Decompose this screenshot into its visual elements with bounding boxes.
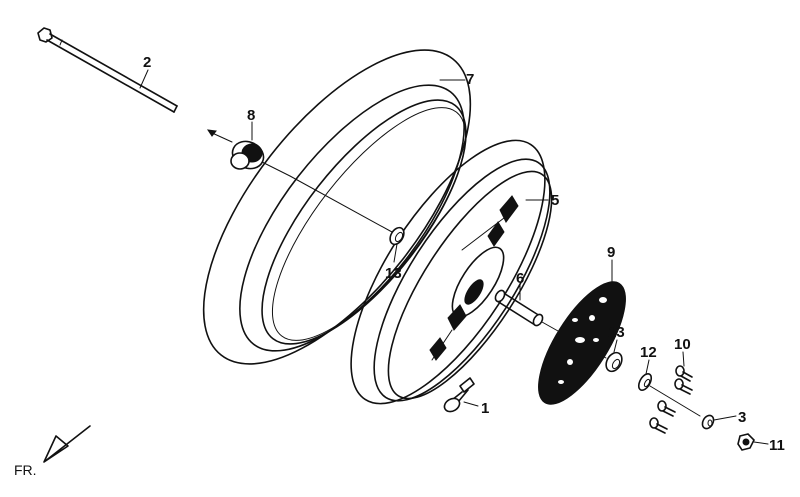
callout-disc-bolt: 10 bbox=[674, 336, 691, 353]
bearing-right-part bbox=[605, 351, 623, 373]
collar-part bbox=[206, 129, 291, 177]
callout-sleeve: 6 bbox=[516, 270, 524, 287]
disc-bolts-part bbox=[649, 365, 693, 434]
front-direction-indicator: FR. bbox=[14, 425, 91, 478]
washer-part bbox=[701, 414, 715, 430]
callout-axle: 2 bbox=[143, 54, 151, 71]
front-label: FR. bbox=[14, 462, 37, 478]
bearing-left-part bbox=[389, 226, 405, 246]
callout-tire: 7 bbox=[466, 71, 474, 88]
callout-collar: 8 bbox=[247, 107, 255, 124]
callout-bearing-right: 13 bbox=[608, 324, 625, 341]
leader-lines bbox=[139, 69, 769, 445]
callout-washer: 3 bbox=[738, 409, 746, 426]
brake-disc-part bbox=[538, 281, 626, 405]
axle-nut-part bbox=[737, 433, 755, 451]
oil-seal-part bbox=[637, 373, 653, 391]
rim-part bbox=[350, 139, 553, 405]
callout-valve: 1 bbox=[481, 400, 489, 417]
callout-bearing-left: 13 bbox=[385, 265, 402, 282]
callout-oil-seal: 12 bbox=[640, 344, 657, 361]
axle-part bbox=[37, 27, 178, 113]
callout-axle-nut: 11 bbox=[769, 437, 785, 454]
valve-part bbox=[443, 377, 475, 413]
sleeve-part bbox=[494, 289, 544, 327]
tire-part bbox=[202, 49, 472, 365]
callout-numbers: 2 7 8 5 13 6 9 13 12 10 1 3 11 bbox=[143, 54, 785, 454]
callout-rim: 5 bbox=[551, 192, 559, 209]
callout-brake-disc: 9 bbox=[607, 244, 615, 261]
front-arrow-icon bbox=[43, 425, 91, 463]
